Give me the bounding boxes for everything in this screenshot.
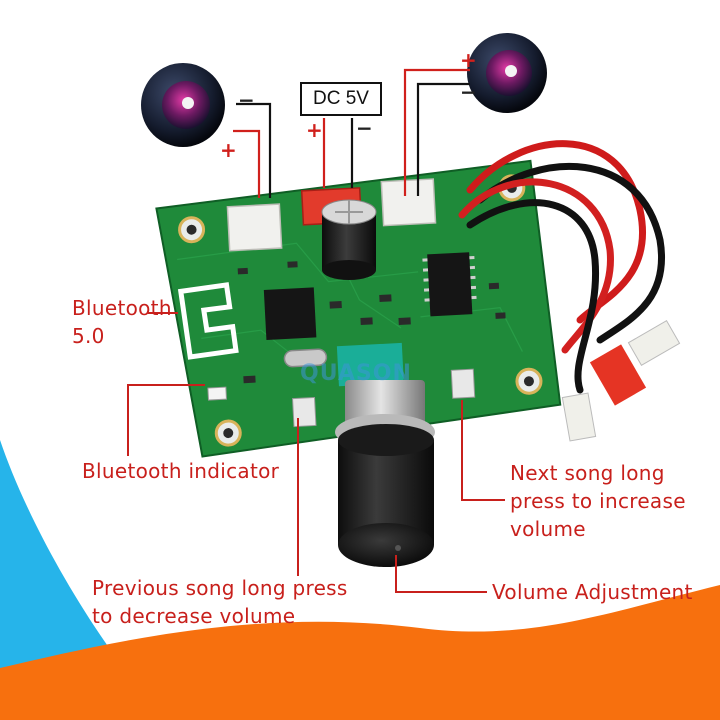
capacitor — [321, 199, 377, 280]
watermark: QUASON — [300, 361, 412, 386]
speaker-connector-left — [226, 203, 283, 252]
volume-adjustment-label: Volume Adjustment — [492, 580, 693, 604]
left-speaker-minus: − — [238, 88, 255, 112]
bluetooth-antenna-trace — [177, 282, 239, 360]
previous-song-label: Previous song long press to decrease vol… — [92, 576, 348, 628]
pcb-board — [155, 159, 562, 458]
volume-knob — [335, 380, 435, 567]
right-speaker-minus: − — [460, 80, 477, 104]
bluetooth-chip — [263, 287, 317, 340]
speaker-connector-right — [380, 178, 437, 227]
wiring-lines — [233, 68, 470, 198]
dc-power-label: DC 5V — [300, 82, 382, 116]
right-speaker-plus: + — [460, 48, 477, 72]
crystal — [283, 348, 328, 368]
speaker-icon-left — [141, 63, 225, 147]
cable-bundle — [458, 140, 665, 394]
next-song-label: Next song long press to increase volume — [510, 461, 686, 541]
callout-lines — [127, 312, 505, 593]
power-plus: + — [306, 118, 323, 142]
amplifier-chip — [427, 252, 473, 317]
bluetooth-indicator-label: Bluetooth indicator — [82, 459, 280, 483]
left-speaker-plus: + — [220, 138, 237, 162]
speaker-icon-right — [467, 33, 547, 113]
cable-plugs — [561, 320, 681, 442]
power-minus: − — [356, 116, 373, 140]
prev-button — [292, 396, 317, 428]
bluetooth-led — [207, 386, 228, 401]
orange-wave — [0, 585, 720, 720]
bluetooth-label: Bluetooth 5.0 — [72, 296, 172, 348]
next-button — [450, 368, 476, 399]
